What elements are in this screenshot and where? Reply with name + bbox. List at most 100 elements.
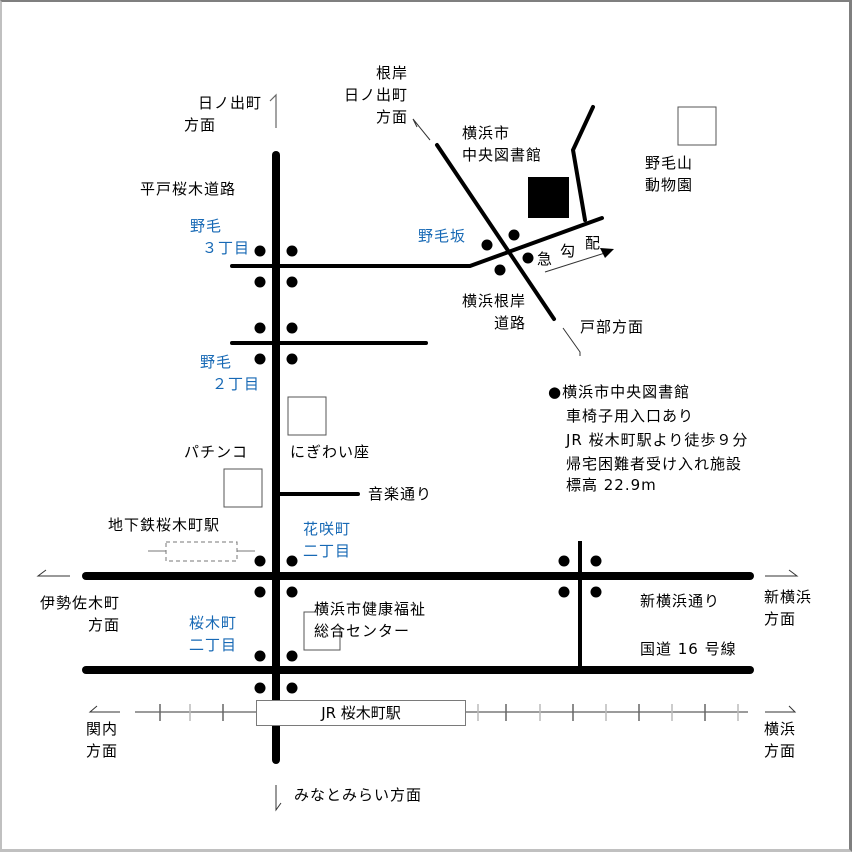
direction-minatomirai: みなとみらい方面 [294, 786, 423, 804]
arrow-isezakicho [36, 569, 70, 577]
library-label: 横浜市 中央図書館 [462, 122, 542, 166]
library-building [528, 177, 569, 218]
direction-yokohama-line1: 横浜 [764, 720, 797, 738]
intersection-dot [254, 555, 266, 567]
arrow-kannai [88, 705, 120, 713]
direction-kannai-line1: 関内 [86, 720, 119, 738]
library-info-line: JR 桜木町駅より徒歩９分 [566, 431, 749, 449]
district-noge3-line2: ３丁目 [201, 239, 250, 257]
library-info-line: 標高 22.9m [566, 476, 657, 494]
intersection-dot [254, 353, 266, 365]
direction-negishi-line1: 根岸 [375, 64, 408, 82]
district-hanasaki-line1: 花咲町 [303, 520, 352, 538]
direction-shin-yokohama-line2: 方面 [764, 610, 797, 628]
zoo-label-line2: 動物園 [645, 176, 694, 194]
direction-isezakicho-line2: 方面 [87, 616, 120, 634]
intersection-dot [286, 353, 298, 365]
slope-arrow-head [600, 248, 614, 258]
district-noge2: 野毛 ２丁目 [168, 351, 260, 395]
welfare-center-marker [303, 611, 341, 651]
road-label-negishi-line1: 横浜根岸 [461, 292, 526, 310]
direction-hinode-line2: 方面 [184, 116, 217, 134]
slope-arrow-line [544, 251, 609, 273]
library-label-line2: 中央図書館 [462, 146, 543, 164]
intersection-dot [286, 245, 298, 257]
arrow-hinode-cho [269, 93, 277, 128]
welfare-center-line1: 横浜市健康福祉 [314, 600, 427, 618]
intersection-dot [481, 239, 493, 251]
intersection-dot [558, 586, 570, 598]
intersection-dot [254, 276, 266, 288]
direction-yokohama: 横浜 方面 [764, 718, 796, 762]
road-yokohama-negishi [435, 143, 556, 321]
intersection-dot [286, 276, 298, 288]
road-label-shin-yokohama-dori: 新横浜通り [640, 592, 721, 610]
pachinko-box [223, 468, 263, 508]
road-label-ongaku-dori: 音楽通り [368, 485, 433, 503]
intersection-dot [590, 586, 602, 598]
slope-label-3: 配 [585, 234, 602, 252]
subway-station-box [165, 541, 238, 562]
intersection-dot [254, 682, 266, 694]
district-hanasaki2: 花咲町 二丁目 [303, 518, 351, 562]
district-noge3-line1: 野毛 [190, 217, 223, 235]
welfare-center-label: 横浜市健康福祉 総合センター [314, 598, 426, 642]
library-info: ●横浜市中央図書館 車椅子用入口あり JR 桜木町駅より徒歩９分 帰宅困難者受け… [548, 380, 748, 494]
direction-negishi-hinode: 根岸 日ノ出町 方面 [318, 62, 408, 128]
intersection-dot [254, 322, 266, 334]
rail-ticks [159, 704, 739, 721]
zoo-box [677, 106, 717, 146]
library-info-title: ●横浜市中央図書館 [548, 380, 748, 404]
road-label-route16: 国道 16 号線 [640, 640, 737, 658]
zoo-label: 野毛山 動物園 [645, 152, 693, 196]
arrow-negishi [412, 118, 431, 141]
direction-negishi-line3: 方面 [375, 108, 408, 126]
district-sakuragi-line1: 桜木町 [189, 614, 238, 632]
road-nogezaka [230, 216, 604, 268]
arrow-yokohama [765, 705, 797, 713]
nigiwaiza-label: にぎわい座 [290, 443, 371, 461]
jr-station-box: JR 桜木町駅 [256, 700, 466, 726]
direction-isezakicho-line1: 伊勢佐木町 [39, 594, 120, 612]
direction-tobe: 戸部方面 [580, 318, 645, 336]
intersection-dot [254, 650, 266, 662]
arrow-tobe [562, 327, 581, 356]
nigiwaiza-box [287, 396, 327, 436]
slope-label-2: 勾 [560, 242, 577, 260]
road-label-negishi-line2: 道路 [493, 314, 526, 332]
subway-station-label: 地下鉄桜木町駅 [108, 516, 221, 534]
direction-yokohama-line2: 方面 [764, 742, 797, 760]
jr-station-label: JR 桜木町駅 [321, 704, 401, 722]
intersection-dot [286, 555, 298, 567]
direction-kannai-line2: 方面 [86, 742, 119, 760]
direction-shin-yokohama-line1: 新横浜 [764, 588, 813, 606]
road-label-hirado-sakuragi: 平戸桜木道路 [140, 180, 237, 198]
road-to-zoo [570, 105, 595, 222]
district-noge2-line2: ２丁目 [211, 375, 260, 393]
intersection-dot [558, 555, 570, 567]
arrow-minatomirai [275, 785, 282, 812]
library-bullet-icon: ● [548, 383, 563, 401]
district-noge2-line1: 野毛 [200, 353, 233, 371]
direction-hinode-cho: 日ノ出町 方面 [170, 92, 262, 136]
arrow-shin-yokohama [765, 569, 799, 577]
library-label-line1: 横浜市 [462, 124, 511, 142]
intersection-dot [590, 555, 602, 567]
direction-shin-yokohama: 新横浜 方面 [764, 586, 812, 630]
zoo-label-line1: 野毛山 [645, 154, 694, 172]
welfare-center-line2: 総合センター [314, 622, 411, 640]
pachinko-label: パチンコ [184, 443, 249, 461]
direction-kannai: 関内 方面 [86, 718, 118, 762]
district-hanasaki-line2: 二丁目 [303, 542, 352, 560]
intersection-dot [254, 586, 266, 598]
library-info-name: 横浜市中央図書館 [562, 383, 691, 401]
intersection-dots [254, 229, 602, 694]
intersection-dot [508, 229, 520, 241]
direction-negishi-line2: 日ノ出町 [343, 86, 408, 104]
library-info-line: 車椅子用入口あり [566, 407, 695, 425]
intersection-dot [286, 586, 298, 598]
intersection-dot [522, 252, 534, 264]
road-label-yokohama-negishi: 横浜根岸 道路 [440, 290, 526, 334]
